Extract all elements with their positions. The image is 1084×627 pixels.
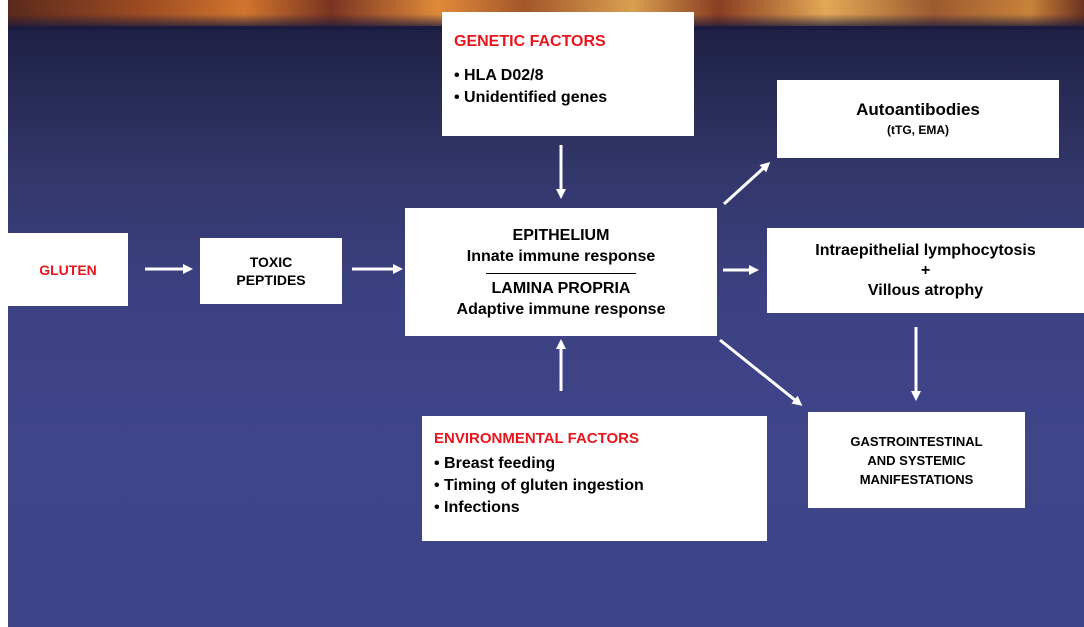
arrow-center-to-manifestations	[719, 338, 803, 406]
environmental-factors-title: ENVIRONMENTAL FACTORS	[434, 430, 640, 447]
villous-atrophy-line: Villous atrophy	[867, 281, 984, 299]
genetic-factor-item: HLA D02/8	[454, 65, 694, 87]
environmental-factors-list: Breast feeding Timing of gluten ingestio…	[434, 453, 767, 519]
toxic-peptides-box: TOXIC PEPTIDES	[200, 238, 342, 304]
environmental-factor-item: Breast feeding	[434, 453, 767, 475]
manifestations-line2: AND SYSTEMIC	[867, 452, 966, 468]
lamina-propria-title: LAMINA PROPRIA	[491, 279, 631, 297]
arrow-layer	[145, 145, 921, 406]
gluten-label: GLUTEN	[39, 261, 97, 278]
epithelium-text: Innate immune response	[466, 247, 656, 265]
arrow-center-to-autoantibodies	[722, 161, 771, 206]
environmental-factors-box: ENVIRONMENTAL FACTORS Breast feeding Tim…	[422, 416, 767, 541]
diagram-slide: GLUTEN TOXIC PEPTIDES GENETIC FACTORS HL…	[8, 0, 1084, 627]
epithelium-lamina-box: EPITHELIUM Innate immune response LAMINA…	[405, 208, 717, 336]
genetic-factors-box: GENETIC FACTORS HLA D02/8 Unidentified g…	[442, 12, 694, 136]
environmental-factor-item: Timing of gluten ingestion	[434, 475, 767, 497]
gluten-box: GLUTEN	[8, 233, 128, 306]
manifestations-box: GASTROINTESTINAL AND SYSTEMIC MANIFESTAT…	[808, 412, 1025, 508]
environmental-factor-item: Infections	[434, 497, 767, 519]
genetic-factor-item: Unidentified genes	[454, 87, 694, 109]
autoantibodies-title: Autoantibodies	[856, 100, 980, 119]
lymphocytosis-plus: +	[920, 261, 931, 279]
epithelium-title: EPITHELIUM	[512, 226, 610, 244]
toxic-peptides-line2: PEPTIDES	[236, 272, 306, 288]
genetic-factors-title: GENETIC FACTORS	[454, 33, 606, 50]
autoantibodies-box: Autoantibodies (tTG, EMA)	[777, 80, 1059, 158]
divider-line	[486, 272, 636, 274]
toxic-peptides-line1: TOXIC	[249, 254, 293, 270]
lymphocytosis-line1: Intraepithelial lymphocytosis	[815, 241, 1036, 259]
manifestations-line1: GASTROINTESTINAL	[850, 433, 983, 449]
genetic-factors-list: HLA D02/8 Unidentified genes	[454, 65, 694, 109]
autoantibodies-subtitle: (tTG, EMA)	[887, 123, 949, 137]
manifestations-line3: MANIFESTATIONS	[859, 471, 974, 487]
lamina-propria-text: Adaptive immune response	[456, 300, 666, 318]
lymphocytosis-box: Intraepithelial lymphocytosis + Villous …	[767, 228, 1084, 313]
